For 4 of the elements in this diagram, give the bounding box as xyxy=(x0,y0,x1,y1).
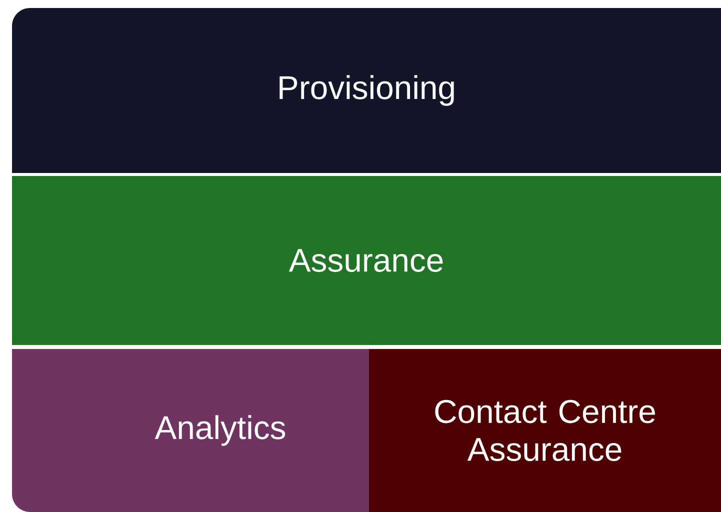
band: Assurance xyxy=(12,176,721,345)
band: Analytics xyxy=(12,349,369,512)
band: Contact Centre Assurance xyxy=(369,349,721,512)
band: Provisioning xyxy=(12,8,721,173)
